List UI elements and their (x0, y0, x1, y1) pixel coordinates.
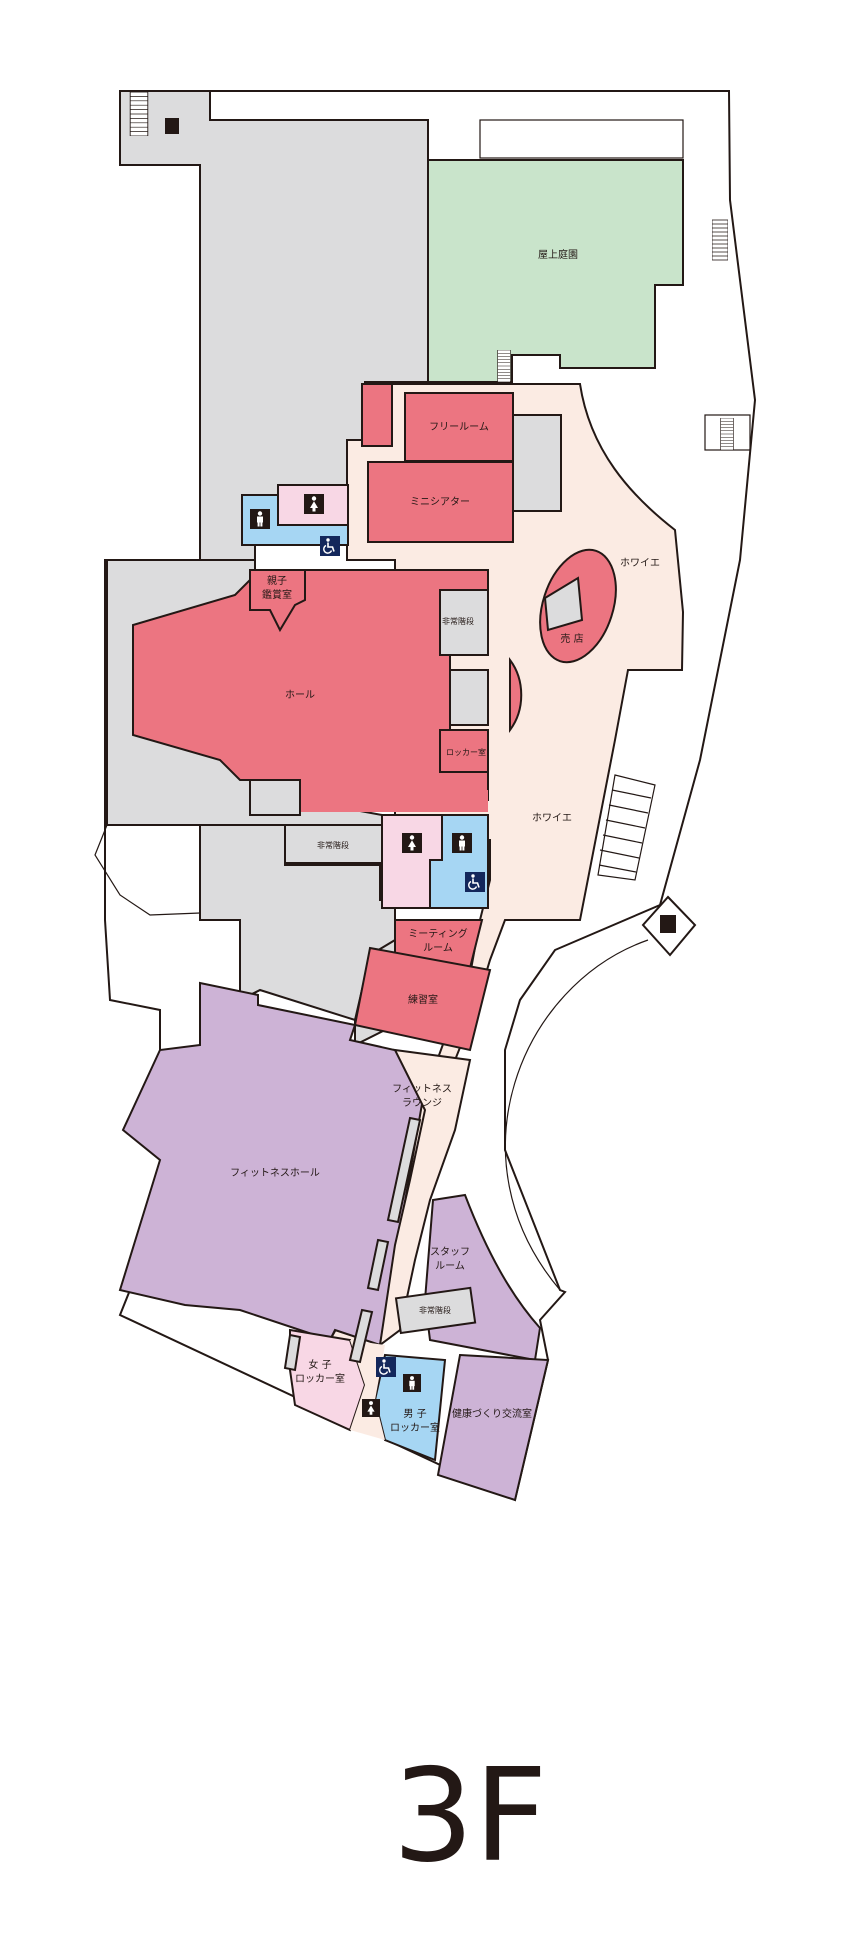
wheelchair-icon (376, 1357, 396, 1377)
label-meeting-room-1: ミーティング (408, 927, 467, 940)
man-restroom-icon (250, 509, 270, 529)
stair-landing-east (704, 414, 751, 451)
label-fitness-hall: フィットネスホール (230, 1167, 320, 1179)
label-women-locker-1: 女 子 (308, 1358, 331, 1371)
label-fitness-lounge-2: ラウンジ (402, 1097, 442, 1109)
label-emergency-stairs-hall: 非常階段 (442, 616, 474, 626)
health-exchange-room[interactable] (436, 1353, 550, 1502)
parent-child-room[interactable] (249, 569, 306, 633)
stairs-east (719, 418, 735, 450)
fitness-partition-1 (386, 1116, 422, 1224)
rooftop-deck (479, 119, 684, 159)
structure-gray-south (199, 824, 396, 1022)
label-men-locker-2: ロッカー室 (390, 1421, 440, 1434)
label-shop: 売 店 (560, 632, 583, 645)
label-staff-room-2: ルーム (435, 1260, 465, 1272)
woman-restroom-icon (304, 494, 324, 514)
rooftop-garden (427, 159, 684, 383)
label-parent-child-room-1: 親子 (267, 574, 287, 587)
hall-passage-south (300, 790, 488, 812)
label-staff-room-1: スタッフ (430, 1246, 470, 1258)
label-meeting-room-2: ルーム (423, 942, 453, 954)
fitness-partition-2 (366, 1238, 390, 1292)
emergency-stairs-fitness-block (394, 1286, 477, 1335)
label-emergency-stairs-small: 非常階段 (317, 840, 349, 850)
man-restroom-icon (403, 1374, 421, 1392)
label-free-room: フリールーム (429, 421, 489, 433)
building-octagon (94, 824, 201, 916)
locker-room[interactable] (439, 729, 489, 773)
men-locker-room[interactable] (373, 1353, 447, 1462)
label-women-locker-2: ロッカー室 (295, 1372, 345, 1385)
wheelchair-icon (320, 536, 340, 556)
emergency-stairs-small (284, 824, 383, 864)
label-men-locker-1: 男 子 (403, 1408, 426, 1420)
wheelchair-icon (465, 872, 485, 892)
restroom-men-upper[interactable] (241, 494, 349, 546)
entrance-curve (504, 939, 649, 1291)
label-emergency-stairs-fitness: 非常階段 (419, 1305, 451, 1315)
woman-restroom-icon (362, 1399, 380, 1417)
hall-side-gray (449, 669, 489, 726)
label-foyer-upper: ホワイエ (620, 557, 660, 569)
woman-restroom-icon (402, 833, 422, 853)
foyer-half-circle (509, 656, 523, 734)
storage-gray-north (512, 414, 562, 512)
escalator (597, 774, 656, 881)
stairs-north-east (712, 219, 728, 261)
label-practice-room: 練習室 (408, 993, 438, 1006)
man-restroom-icon (452, 833, 472, 853)
fitness-partition-3 (348, 1308, 374, 1364)
label-fitness-lounge-1: フィットネス (392, 1083, 452, 1095)
red-block-north (361, 383, 393, 447)
label-mini-theater: ミニシアター (410, 496, 470, 508)
elevator-icon-nw (165, 118, 179, 134)
label-rooftop-garden: 屋上庭園 (538, 248, 578, 261)
elevator-icon (660, 915, 676, 933)
emergency-stairs-hall-block (439, 589, 489, 656)
shop-counter (543, 576, 584, 632)
free-room[interactable] (404, 392, 514, 462)
practice-room[interactable] (353, 946, 492, 1052)
floor-indicator: 3F (392, 1742, 547, 1891)
label-foyer-lower: ホワイエ (532, 812, 572, 824)
stairs-north-west (129, 92, 149, 136)
label-health-exchange-room: 健康づくり交流室 (452, 1407, 532, 1420)
label-parent-child-room-2: 鑑賞室 (262, 588, 292, 601)
escalator-steps (598, 789, 652, 873)
stage-left-box (249, 779, 301, 816)
label-hall: ホール (285, 689, 315, 701)
fitness-partition-4 (283, 1333, 302, 1372)
label-locker-room: ロッカー室 (446, 747, 486, 757)
stairs-garden (496, 350, 512, 382)
